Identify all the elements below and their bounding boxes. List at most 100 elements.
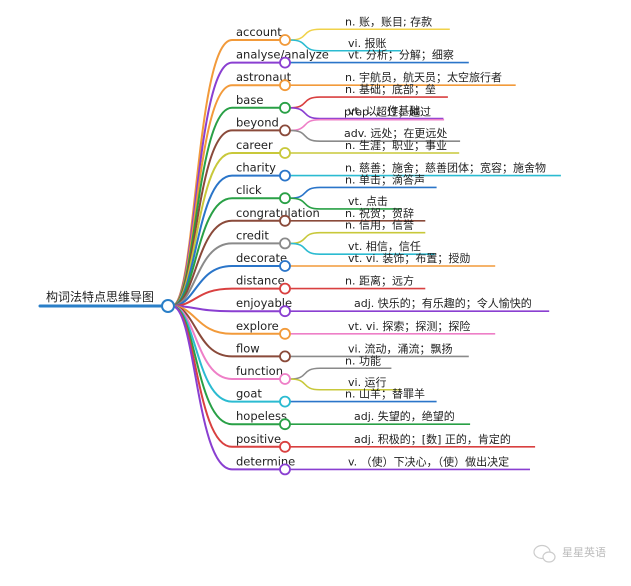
expand-toggle-icon[interactable] xyxy=(279,373,291,385)
expand-toggle-icon[interactable] xyxy=(279,34,291,46)
word-label: charity xyxy=(236,161,276,175)
definition-label: n. 信用，信誉 xyxy=(345,218,414,232)
word-label: enjoyable xyxy=(236,296,292,310)
wechat-icon xyxy=(533,544,556,563)
definition-label: adv. 远处；在更远处 xyxy=(344,127,447,140)
definition-label: n. 距离；远方 xyxy=(345,274,414,288)
expand-toggle-icon[interactable] xyxy=(279,260,291,272)
expand-toggle-icon[interactable] xyxy=(279,395,291,408)
word-node-click[interactable]: click n. 单击；滴答声 vt. 点击 xyxy=(232,172,437,210)
definition-label: vi. 流动，涌流；飘扬 xyxy=(348,341,453,355)
expand-toggle-icon[interactable] xyxy=(279,214,291,227)
word-label: account xyxy=(236,25,282,39)
definition-label: n. 生涯；职业；事业 xyxy=(345,138,447,152)
expand-toggle-icon[interactable] xyxy=(279,192,291,205)
word-node-charity[interactable]: charity n. 慈善；施舍；慈善团体；宽容；施舍物 xyxy=(232,161,561,182)
word-node-positive[interactable]: positive adj. 积极的；[数] 正的，肯定的 xyxy=(232,432,536,453)
expand-toggle-icon[interactable] xyxy=(279,440,291,453)
word-node-beyond[interactable]: beyond prep. 超过；越过 adv. 远处；在更远处 xyxy=(232,105,461,142)
word-label: analyse/analyze xyxy=(236,48,329,62)
word-node-determine[interactable]: determine v. （使）下决心，（使）做出决定 xyxy=(232,454,530,476)
definition-label: n. 山羊；替罪羊 xyxy=(345,387,425,401)
word-label: congratulation xyxy=(236,206,320,220)
expand-toggle-icon[interactable] xyxy=(279,147,291,159)
word-label: astronaut xyxy=(236,70,292,84)
definition-branch xyxy=(289,378,401,391)
word-node-analyse-analyze[interactable]: analyse/analyze vt. 分析；分解；细察 xyxy=(232,48,469,69)
word-label: base xyxy=(236,93,263,107)
branch-lines xyxy=(171,39,233,471)
word-label: credit xyxy=(236,228,269,242)
definition-branch xyxy=(289,107,444,120)
expand-toggle-icon[interactable] xyxy=(279,418,291,431)
expand-toggle-icon[interactable] xyxy=(279,56,291,69)
definition-branch xyxy=(289,129,461,142)
definition-label: vt. 分析；分解；细察 xyxy=(348,48,454,62)
definition-branch xyxy=(289,39,401,52)
expand-toggle-icon[interactable] xyxy=(279,169,291,182)
definition-label: vt. vi. 探索；探测；探险 xyxy=(348,319,470,333)
definition-label: v. （使）下决心，（使）做出决定 xyxy=(348,454,509,468)
word-node-congratulation[interactable]: congratulation n. 祝贺；贺辞 xyxy=(232,206,426,227)
root-title: 构词法特点思维导图 xyxy=(46,289,154,304)
expand-toggle-icon[interactable] xyxy=(279,305,291,318)
definition-label: vi. 运行 xyxy=(348,376,387,389)
definition-label: vt. 以...作基础 xyxy=(348,105,420,118)
watermark-text: 星星英语 xyxy=(562,545,606,559)
word-label: beyond xyxy=(236,115,279,129)
word-label: goat xyxy=(236,387,262,401)
definition-label: n. 宇航员，航天员；太空旅行者 xyxy=(345,70,502,84)
definition-label: vi. 报账 xyxy=(348,36,387,50)
definition-label: n. 祝贺；贺辞 xyxy=(345,206,414,220)
definition-branch xyxy=(289,197,401,210)
word-node-astronaut[interactable]: astronaut n. 宇航员，航天员；太空旅行者 xyxy=(232,70,516,92)
word-label: determine xyxy=(236,454,295,468)
word-node-hopeless[interactable]: hopeless adj. 失望的，绝望的 xyxy=(232,409,471,431)
word-label: positive xyxy=(236,432,281,446)
definition-label: adj. 积极的；[数] 正的，肯定的 xyxy=(354,432,511,446)
word-node-function[interactable]: function n. 功能 vi. 运行 xyxy=(232,353,401,391)
word-label: function xyxy=(236,364,283,378)
word-label: click xyxy=(236,183,262,197)
word-node-distance[interactable]: distance n. 距离；远方 xyxy=(232,274,426,295)
word-node-goat[interactable]: goat n. 山羊；替罪羊 xyxy=(232,387,437,408)
word-node-career[interactable]: career n. 生涯；职业；事业 xyxy=(232,138,460,159)
word-node-credit[interactable]: credit n. 信用，信誉 vt. 相信，信任 xyxy=(232,218,435,255)
definition-label: n. 基础；底部；垒 xyxy=(345,82,436,96)
branch-determine xyxy=(171,305,233,471)
definition-label: n. 单击；滴答声 xyxy=(345,172,425,186)
definition-label: vt. 点击 xyxy=(348,195,388,208)
root-connector-dot xyxy=(161,299,175,313)
word-nodes: account n. 账，账目; 存款 vi. 报账 analyse/analyze v… xyxy=(232,14,561,476)
definition-label: vt. vi. 装饰；布置；授勋 xyxy=(348,251,470,265)
definition-branch xyxy=(289,242,435,255)
expand-toggle-icon[interactable] xyxy=(279,350,291,363)
word-label: explore xyxy=(236,319,279,333)
expand-toggle-icon[interactable] xyxy=(279,101,291,114)
word-node-flow[interactable]: flow vi. 流动，涌流；飘扬 xyxy=(232,341,469,363)
definition-label: n. 慈善；施舍；慈善团体；宽容；施舍物 xyxy=(345,161,546,175)
word-label: hopeless xyxy=(236,409,287,423)
expand-toggle-icon[interactable] xyxy=(279,124,291,137)
definition-label: adj. 快乐的；有乐趣的；令人愉快的 xyxy=(354,296,532,310)
word-node-explore[interactable]: explore vt. vi. 探索；探测；探险 xyxy=(232,319,496,340)
expand-toggle-icon[interactable] xyxy=(279,282,291,295)
expand-toggle-icon[interactable] xyxy=(279,79,291,92)
word-label: flow xyxy=(236,341,260,355)
root-node[interactable]: 构词法特点思维导图 xyxy=(38,289,175,313)
word-node-enjoyable[interactable]: enjoyable adj. 快乐的；有乐趣的；令人愉快的 xyxy=(232,296,550,318)
definition-label: adj. 失望的，绝望的 xyxy=(354,409,455,423)
definition-label: prep. 超过；越过 xyxy=(344,105,431,119)
expand-toggle-icon[interactable] xyxy=(279,327,291,340)
word-node-account[interactable]: account n. 账，账目; 存款 vi. 报账 xyxy=(232,14,450,52)
expand-toggle-icon[interactable] xyxy=(279,237,291,250)
definition-label: n. 账，账目; 存款 xyxy=(345,14,432,28)
definition-label: vt. 相信，信任 xyxy=(348,240,421,253)
word-label: career xyxy=(236,138,273,152)
definition-label: n. 功能 xyxy=(345,353,381,367)
expand-toggle-icon[interactable] xyxy=(279,463,291,476)
word-node-base[interactable]: base n. 基础；底部；垒 vt. 以...作基础 xyxy=(232,82,448,120)
word-label: distance xyxy=(236,274,285,288)
